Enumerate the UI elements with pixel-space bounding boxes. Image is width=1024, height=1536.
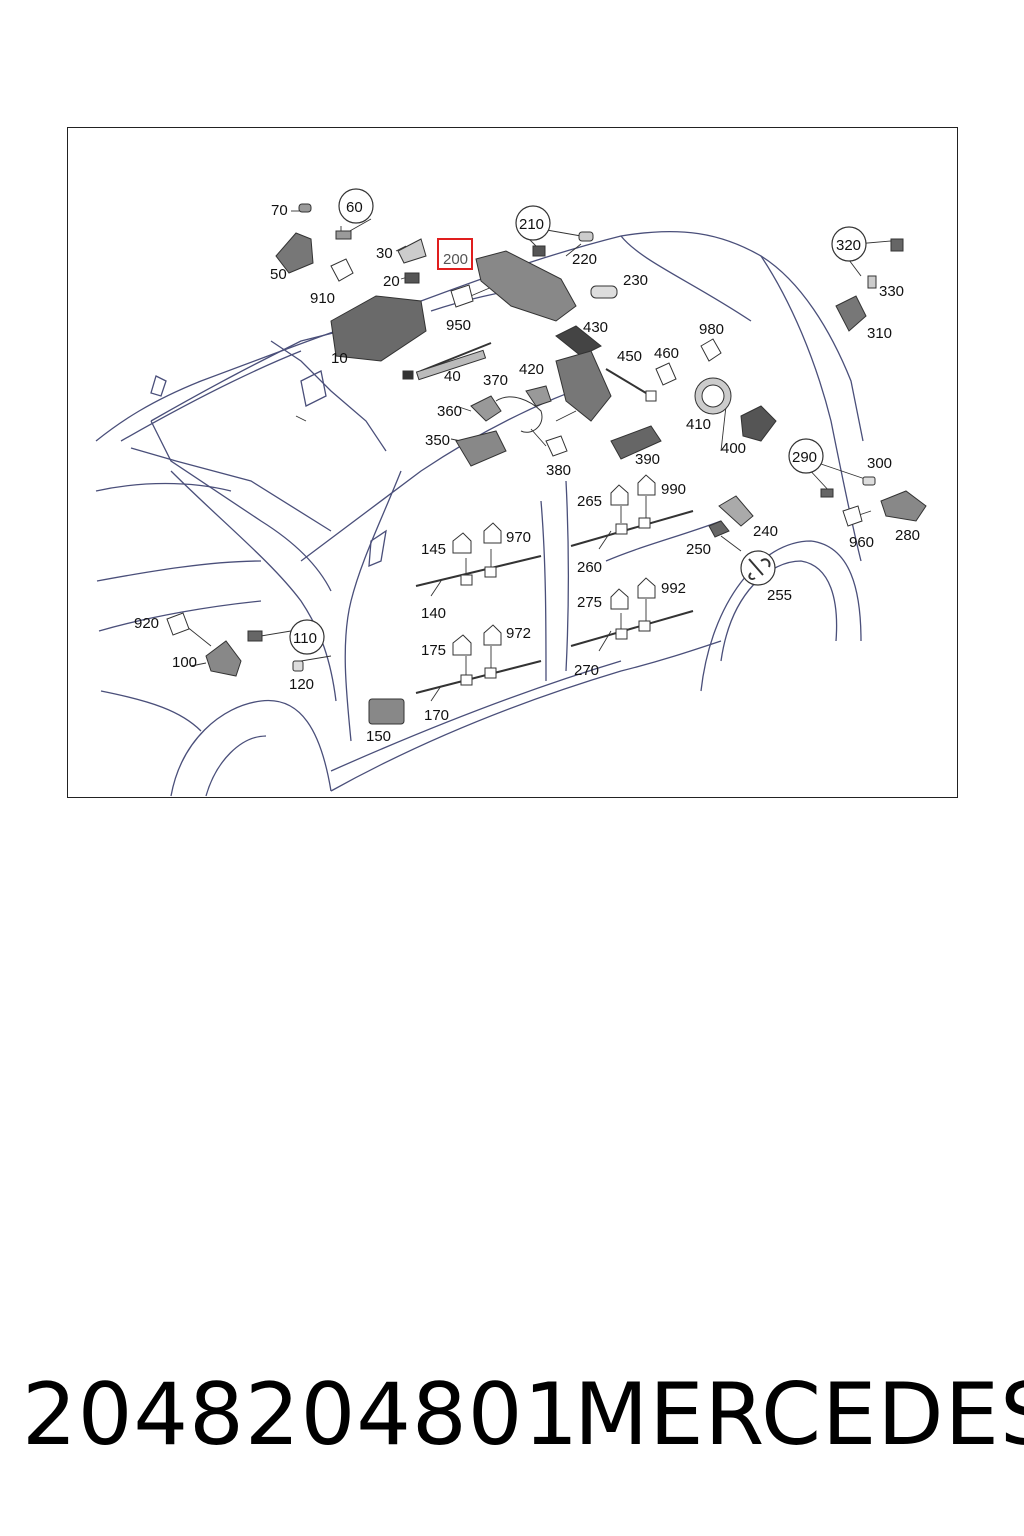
harness-lines [415, 342, 694, 694]
part-label[interactable]: 950 [446, 317, 471, 334]
part-label[interactable]: 50 [270, 266, 287, 283]
part-label[interactable]: 120 [289, 676, 314, 693]
part-label[interactable]: 350 [425, 432, 450, 449]
part-label[interactable]: 990 [661, 481, 686, 498]
part-label[interactable]: 20 [383, 273, 400, 290]
part-label[interactable]: 300 [867, 455, 892, 472]
part-label[interactable]: 260 [577, 559, 602, 576]
part-label[interactable]: 330 [879, 283, 904, 300]
parts-diagram: 70 60 30 200 210 220 320 50 20 230 330 9… [95, 188, 927, 797]
components [205, 203, 927, 725]
part-labels: 70 60 30 200 210 220 320 50 20 230 330 9… [134, 199, 920, 745]
part-number: 2048204801 [22, 1365, 580, 1465]
part-label[interactable]: 970 [506, 529, 531, 546]
part-label[interactable]: 110 [293, 630, 317, 647]
part-label[interactable]: 70 [271, 202, 288, 219]
part-label[interactable]: 430 [583, 319, 608, 336]
brand-name: MERCEDES [574, 1365, 1024, 1465]
part-label[interactable]: 310 [867, 325, 892, 342]
part-label[interactable]: 320 [836, 237, 861, 254]
part-label[interactable]: 420 [519, 361, 544, 378]
part-label[interactable]: 390 [635, 451, 660, 468]
part-label[interactable]: 10 [331, 350, 348, 367]
part-label[interactable]: 992 [661, 580, 686, 597]
part-label[interactable]: 145 [421, 541, 446, 558]
part-label[interactable]: 175 [421, 642, 446, 659]
part-label[interactable]: 220 [572, 251, 597, 268]
part-label[interactable]: 280 [895, 527, 920, 544]
part-label[interactable]: 230 [623, 272, 648, 289]
part-label[interactable]: 40 [444, 368, 461, 385]
circled-callouts [289, 188, 867, 655]
part-label[interactable]: 275 [577, 594, 602, 611]
diagram-frame: 70 60 30 200 210 220 320 50 20 230 330 9… [67, 127, 958, 798]
part-label[interactable]: 980 [699, 321, 724, 338]
part-label[interactable]: 270 [574, 662, 599, 679]
part-label[interactable]: 240 [753, 523, 778, 540]
part-label[interactable]: 250 [686, 541, 711, 558]
part-label[interactable]: 210 [519, 216, 544, 233]
part-label[interactable]: 380 [546, 462, 571, 479]
part-label[interactable]: 265 [577, 493, 602, 510]
part-label[interactable]: 140 [421, 605, 446, 622]
part-label[interactable]: 360 [437, 403, 462, 420]
part-label[interactable]: 290 [792, 449, 817, 466]
part-label[interactable]: 60 [346, 199, 363, 216]
part-label[interactable]: 972 [506, 625, 531, 642]
part-label[interactable]: 255 [767, 587, 792, 604]
part-label[interactable]: 960 [849, 534, 874, 551]
part-label[interactable]: 30 [376, 245, 393, 262]
wrench-icon [740, 550, 776, 586]
part-label[interactable]: 410 [686, 416, 711, 433]
part-label[interactable]: 460 [654, 345, 679, 362]
highlight-box [437, 238, 473, 270]
connector-tags [166, 258, 863, 686]
part-label[interactable]: 150 [366, 728, 391, 745]
part-label[interactable]: 400 [721, 440, 746, 457]
part-label[interactable]: 910 [310, 290, 335, 307]
part-label[interactable]: 170 [424, 707, 449, 724]
part-label[interactable]: 920 [134, 615, 159, 632]
part-label-selected[interactable]: 200 [443, 251, 468, 268]
part-label[interactable]: 100 [172, 654, 197, 671]
part-label[interactable]: 450 [617, 348, 642, 365]
part-label[interactable]: 370 [483, 372, 508, 389]
